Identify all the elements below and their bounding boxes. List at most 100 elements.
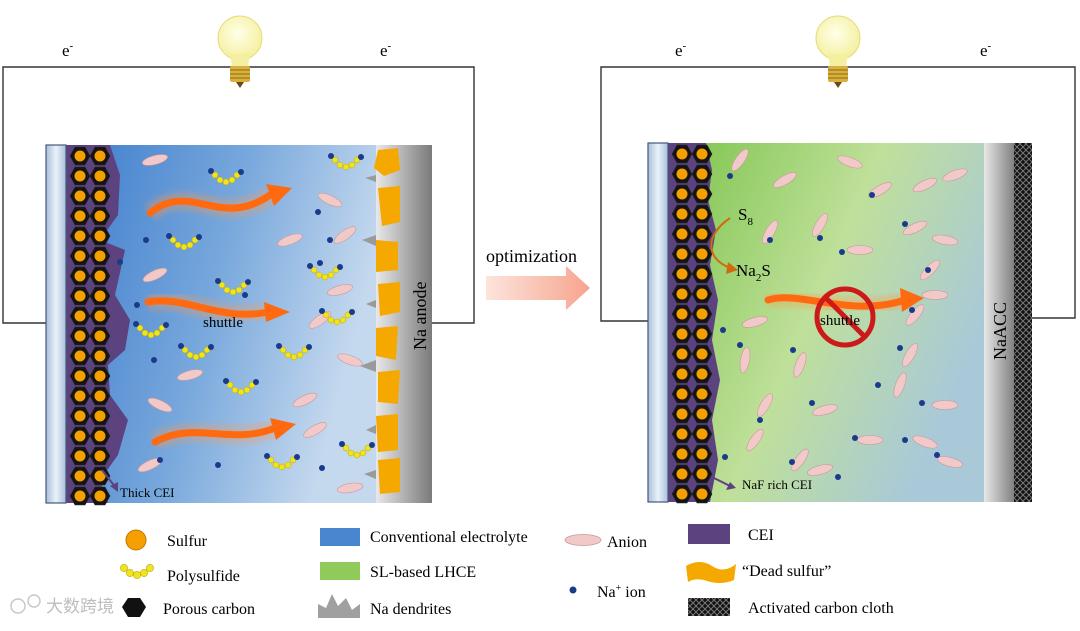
sulfur-particle [74,190,86,202]
legend-porous-carbon-swatch [122,598,146,617]
anion [303,422,327,438]
right-light-bulb [815,15,861,88]
sulfur-particle [696,188,708,200]
na-ion [727,173,733,179]
sulfur-particle [94,250,106,262]
sulfur-particle [696,388,708,400]
na-ion [869,192,875,198]
anion [812,213,828,237]
anion [793,352,807,378]
sulfur-particle [676,288,688,300]
na-ion [767,237,773,243]
na-ion [349,309,355,315]
naacc-anode [984,143,1016,502]
sulfur-particle [74,350,86,362]
sulfur-particle [74,290,86,302]
na-ion [133,321,139,327]
sulfur-particle [74,170,86,182]
left-light-bulb [217,15,263,88]
na-ion [134,302,140,308]
sulfur-particle [676,448,688,460]
sulfur-particle [94,290,106,302]
na-ion [835,474,841,480]
legend-polysulfide-label: Polysulfide [167,568,240,585]
legend-acc-label: Activated carbon cloth [748,600,894,617]
sulfur-particle [676,348,688,360]
legend-anion-swatch [564,534,602,546]
sulfur-particle [74,310,86,322]
na-ion [196,234,202,240]
sulfur-particle [696,468,708,480]
legend-conventional-label: Conventional electrolyte [370,529,528,546]
legend-polysulfide-swatch [120,564,154,579]
sulfur-particle [94,190,106,202]
polysulfide-chain [223,378,259,396]
sulfur-particle [74,490,86,502]
sulfur-particle [74,410,86,422]
left-electron-label-b: e- [380,40,392,60]
legend-conventional-swatch [320,528,360,546]
sulfur-particle [696,368,708,380]
legend-dendrites-swatch [318,594,360,618]
na-ion [789,459,795,465]
sulfur-particle [676,268,688,280]
anion [893,372,907,398]
right-shuttle-label: shuttle [820,313,860,329]
optimization-arrow: optimization [486,246,590,310]
sulfur-particle [676,308,688,320]
legend-lhce-label: SL-based LHCE [370,564,476,581]
sulfur-particle [74,470,86,482]
sulfur-particle [676,408,688,420]
na-ion [208,344,214,350]
sulfur-particle [676,168,688,180]
na-ion [307,263,313,269]
right-cell: S8 Na2S shuttle e- e- NaACC NaF rich CEI [600,15,1076,504]
anion [147,397,173,413]
sulfur-particle [74,250,86,262]
s8-label: S8 [738,205,753,228]
sulfur-particle [676,188,688,200]
legend: Sulfur Polysulfide Porous carbon Convent… [120,524,894,618]
anion [757,393,773,417]
sulfur-particle [676,248,688,260]
sulfur-particle [676,228,688,240]
sulfur-particle [696,448,708,460]
legend-dead-sulfur-swatch [686,562,736,583]
na-ion [319,465,325,471]
sulfur-particle [74,430,86,442]
sulfur-particle [94,430,106,442]
na-ion [276,343,282,349]
polysulfide-chain [133,321,169,339]
na-ion [163,322,169,328]
polysulfide-chain [166,233,202,251]
right-electron-label-b: e- [980,40,992,60]
na-ion [852,435,858,441]
na-ion [817,235,823,241]
sulfur-particle [696,288,708,300]
polysulfide-chain [339,441,375,459]
sulfur-particle [94,170,106,182]
sulfur-particle [94,210,106,222]
na-ion [328,153,334,159]
na-ion [902,221,908,227]
sulfur-particle [94,490,106,502]
anion [327,284,353,296]
sulfur-particle [94,410,106,422]
sulfur-particle [696,488,708,500]
anion [931,400,959,410]
sulfur-particle [94,390,106,402]
na-ion [722,454,728,460]
na-ion [157,457,163,463]
legend-cei-swatch [688,524,730,544]
na-ion [337,264,343,270]
na-ion [245,279,251,285]
anion [742,316,768,328]
sulfur-particle [676,328,688,340]
na-ion [215,462,221,468]
sulfur-particle [696,408,708,420]
na-ion [897,345,903,351]
na-ion [208,168,214,174]
anion [846,245,874,255]
na-anode-label: Na anode [410,282,430,350]
na-ion [339,441,345,447]
